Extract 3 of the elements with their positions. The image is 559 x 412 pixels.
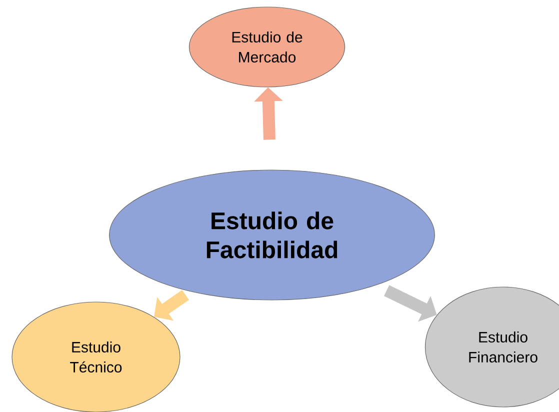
ellipse-node: Estudio Financiero <box>424 286 559 408</box>
ellipse-node: Estudio Técnico <box>12 302 180 412</box>
ellipse-node: Estudio de Mercado <box>188 6 346 88</box>
